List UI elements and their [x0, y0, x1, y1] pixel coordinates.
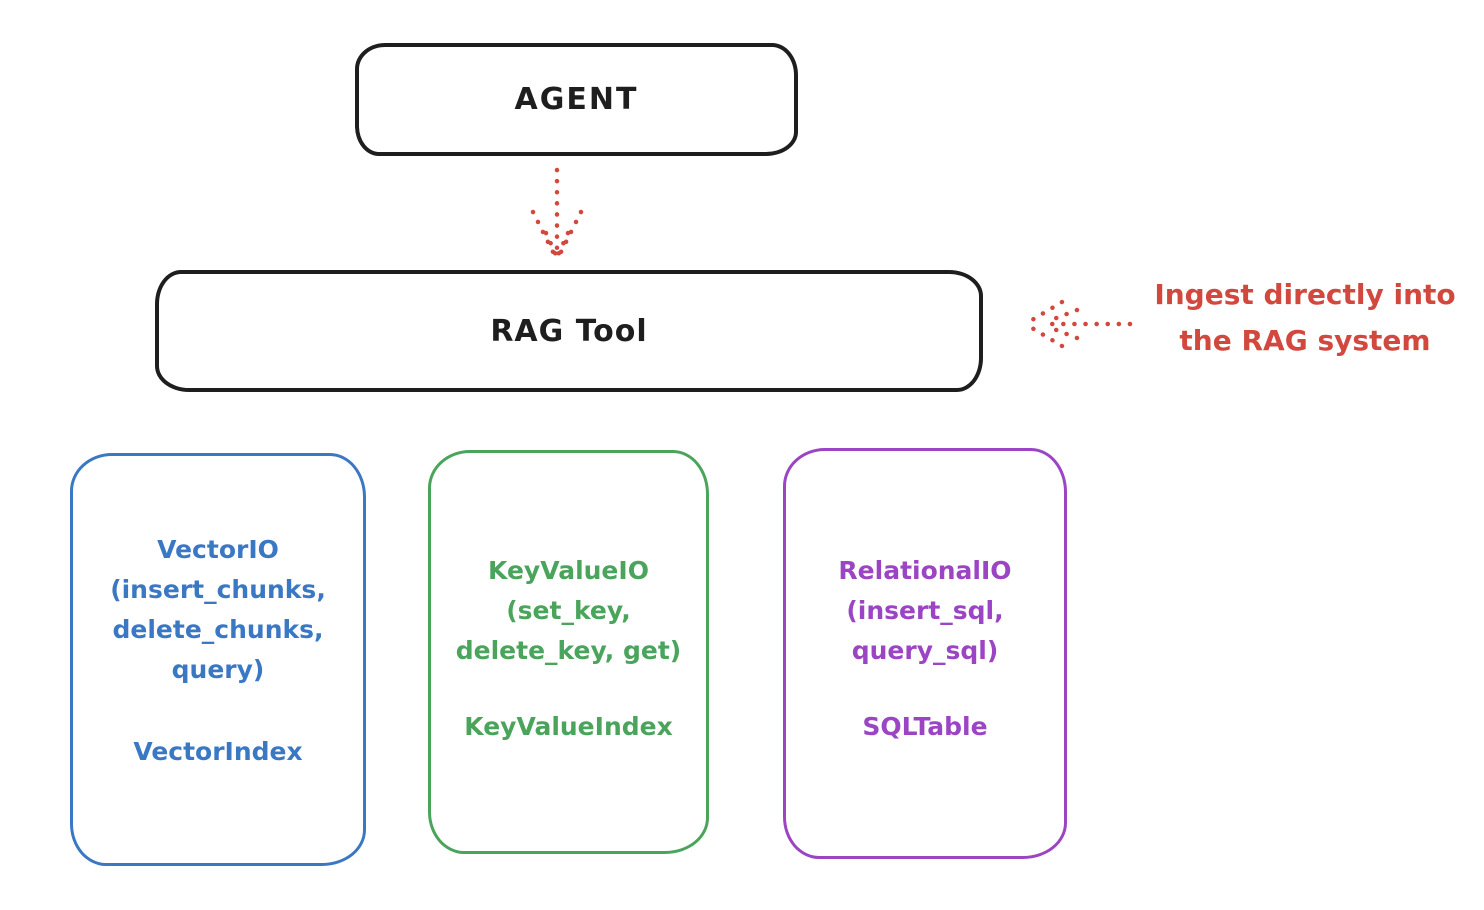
vector-io-line: query): [171, 655, 265, 684]
relational-io-title: RelationalIO (insert_sql, query_sql): [786, 551, 1064, 671]
vector-index-label: VectorIndex: [133, 737, 303, 766]
ingest-annotation: Ingest directly into the RAG system: [1138, 272, 1472, 364]
vector-io-title: VectorIO (insert_chunks, delete_chunks, …: [73, 530, 363, 690]
vector-io-line: VectorIO: [157, 535, 279, 564]
agent-node-label: AGENT: [514, 82, 639, 117]
backend-box-vector-io: VectorIO (insert_chunks, delete_chunks, …: [70, 453, 366, 866]
rag-tool-node: RAG Tool: [155, 270, 983, 392]
backend-box-relational-io: RelationalIO (insert_sql, query_sql) SQL…: [783, 448, 1067, 859]
keyvalue-io-line: (set_key,: [506, 596, 631, 625]
vector-io-line: delete_chunks,: [112, 615, 324, 644]
relational-io-line: (insert_sql,: [846, 596, 1004, 625]
keyvalue-index-label: KeyValueIndex: [464, 712, 673, 741]
keyvalue-io-line: KeyValueIO: [488, 556, 649, 585]
arrow-annotation-to-rag-tool-icon: [1024, 299, 1133, 349]
ingest-annotation-line1: Ingest directly into: [1154, 278, 1456, 311]
relational-io-line: RelationalIO: [838, 556, 1012, 585]
rag-tool-node-label: RAG Tool: [490, 313, 648, 349]
keyvalue-io-line: delete_key, get): [455, 636, 682, 665]
agent-node: AGENT: [355, 43, 798, 156]
ingest-annotation-line2: the RAG system: [1179, 324, 1431, 357]
keyvalue-io-title: KeyValueIO (set_key, delete_key, get): [431, 551, 706, 671]
backend-box-keyvalue-io: KeyValueIO (set_key, delete_key, get) Ke…: [428, 450, 709, 854]
relational-io-line: query_sql): [851, 636, 999, 665]
vector-io-line: (insert_chunks,: [110, 575, 326, 604]
arrow-agent-to-rag-tool-icon: [530, 167, 584, 259]
sql-table-label: SQLTable: [862, 712, 988, 741]
